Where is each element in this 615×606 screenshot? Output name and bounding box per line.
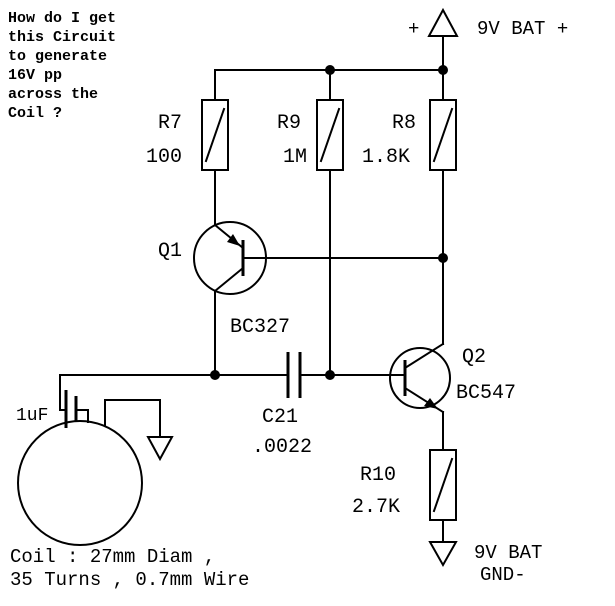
- junction-dot: [438, 253, 448, 263]
- transistor-q2-npn-arrow-icon: [424, 398, 438, 409]
- ground-symbol-coil-icon: [146, 436, 174, 462]
- question-line-3: to generate: [8, 48, 107, 65]
- question-line-4: 16V pp: [8, 67, 62, 84]
- label-c21-value: .0022: [252, 436, 312, 459]
- label-r9-ref: R9: [277, 112, 301, 135]
- supply-ground-label-2: GND-: [480, 564, 526, 586]
- battery-label: 9V BAT +: [477, 18, 568, 40]
- question-line-6: Coil ?: [8, 105, 62, 122]
- resistor-r8: [429, 99, 457, 171]
- transistor-q2-collector: [403, 342, 445, 370]
- label-c21-ref: C21: [262, 406, 298, 429]
- transistor-q1-pnp-arrow-icon: [227, 234, 240, 246]
- resistor-slash: [319, 107, 341, 163]
- label-r10-value: 2.7K: [352, 496, 400, 519]
- transistor-q1: [193, 221, 267, 295]
- resistor-slash: [432, 457, 454, 513]
- question-line-2: this Circuit: [8, 29, 116, 46]
- battery-positive-terminal-icon: [427, 7, 459, 37]
- transistor-q2: [389, 342, 451, 414]
- label-q1-ref: Q1: [158, 240, 182, 263]
- resistor-slash: [432, 107, 454, 163]
- junction-dot: [325, 370, 335, 380]
- label-r9-value: 1M: [283, 146, 307, 169]
- coil-note-line-1: Coil : 27mm Diam ,: [10, 546, 215, 568]
- resistor-slash: [204, 107, 226, 163]
- transistor-q2-circle: [389, 347, 451, 409]
- label-1uf-value: 1uF: [16, 406, 48, 426]
- junction-dot: [325, 65, 335, 75]
- label-q1-part: BC327: [230, 316, 290, 339]
- label-r7-value: 100: [146, 146, 182, 169]
- resistor-r9: [316, 99, 344, 171]
- coil-circle: [17, 420, 143, 546]
- question-line-1: How do I get: [8, 10, 116, 27]
- resistor-r10: [429, 449, 457, 521]
- ground-symbol-supply-icon: [428, 541, 458, 568]
- label-q2-ref: Q2: [462, 346, 486, 369]
- battery-plus-label: +: [408, 18, 419, 40]
- label-r10-ref: R10: [360, 464, 396, 487]
- supply-ground-label-1: 9V BAT: [474, 542, 542, 564]
- coil-note-line-2: 35 Turns , 0.7mm Wire: [10, 569, 249, 591]
- transistor-q1-circle: [193, 221, 267, 295]
- junction-dot: [210, 370, 220, 380]
- label-r8-value: 1.8K: [362, 146, 410, 169]
- capacitor-c21: [286, 352, 302, 398]
- label-q2-part: BC547: [456, 382, 516, 405]
- label-r7-ref: R7: [158, 112, 182, 135]
- junction-dot: [438, 65, 448, 75]
- transistor-q1-collector: [213, 266, 245, 293]
- resistor-r7: [201, 99, 229, 171]
- label-r8-ref: R8: [392, 112, 416, 135]
- question-line-5: across the: [8, 86, 98, 103]
